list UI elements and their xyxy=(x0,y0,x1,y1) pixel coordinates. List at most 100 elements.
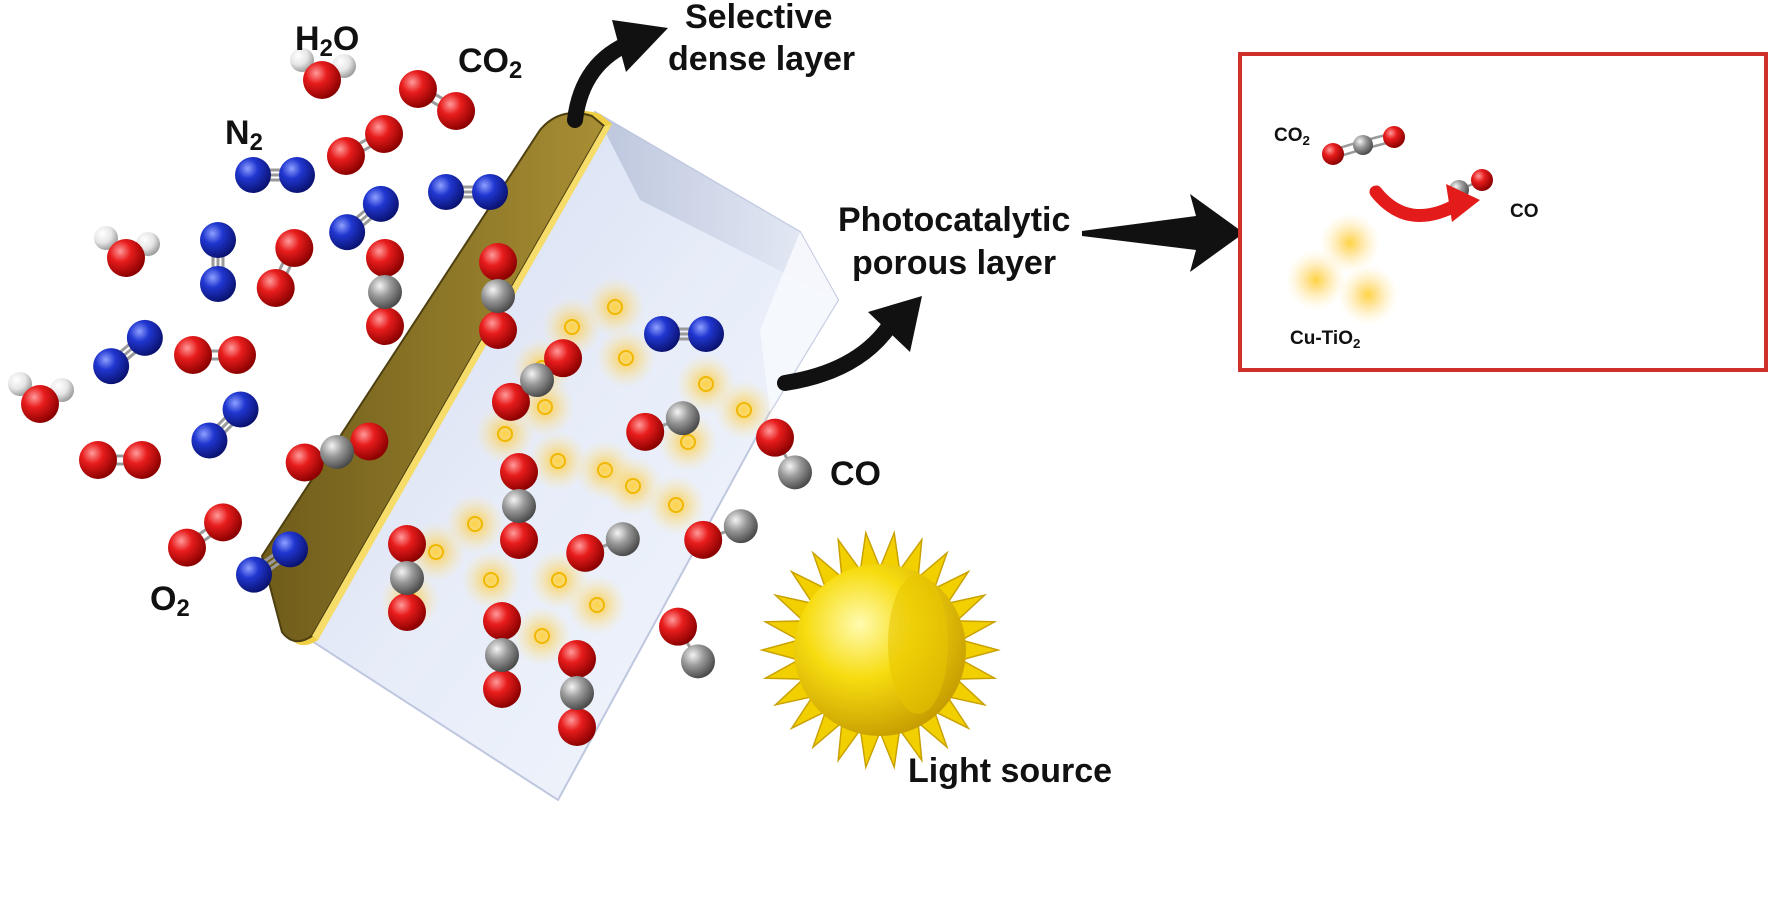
atom-n xyxy=(93,348,130,385)
atom-o xyxy=(123,441,161,479)
co2-molecule xyxy=(483,602,521,708)
atom-n xyxy=(235,157,271,193)
atom-o xyxy=(491,382,530,421)
co-molecule xyxy=(659,607,715,679)
atom-o xyxy=(558,708,596,746)
atom-c xyxy=(605,522,640,557)
atom-o xyxy=(626,412,665,451)
atom-o xyxy=(204,503,243,542)
atom-n xyxy=(126,319,163,356)
co2-molecule xyxy=(388,525,426,631)
atom-o xyxy=(479,243,517,281)
o2-molecule xyxy=(174,336,256,374)
n2-molecule xyxy=(235,157,315,193)
atom-o xyxy=(388,593,426,631)
atom-o xyxy=(167,528,206,567)
light-source-label: Light source xyxy=(908,752,1112,790)
co2-molecule xyxy=(479,243,517,349)
o2-label: O2 xyxy=(150,580,190,622)
h2o-molecule xyxy=(8,372,74,423)
atom-o xyxy=(500,521,538,559)
atom-c xyxy=(481,279,515,313)
inset-catalyst-particle xyxy=(1338,265,1398,325)
atom-o xyxy=(398,70,437,108)
atom-o xyxy=(684,520,723,559)
selective-label-line1: Selective xyxy=(685,0,832,36)
atom-o xyxy=(285,443,324,482)
atom-c xyxy=(390,561,424,595)
atom-o xyxy=(544,339,583,378)
atom-o xyxy=(558,640,596,678)
catalyst-glow xyxy=(646,475,706,535)
catalyst-glow xyxy=(567,575,627,635)
inset-co-label: CO xyxy=(1510,201,1539,222)
co2-label: CO2 xyxy=(458,42,522,84)
n2-label: N2 xyxy=(225,114,263,156)
atom-n xyxy=(222,391,259,428)
atom-n xyxy=(644,316,680,352)
atom-c xyxy=(723,509,758,544)
h2o-molecule xyxy=(290,48,356,99)
photocatalytic-label-line1: Photocatalytic xyxy=(838,201,1070,239)
co2-molecule xyxy=(491,339,583,421)
gas-molecules xyxy=(8,48,812,746)
atom-o xyxy=(437,92,476,130)
n2-molecule xyxy=(191,391,259,459)
atom-c xyxy=(520,363,554,397)
atom-n xyxy=(329,214,366,251)
catalyst-glow xyxy=(528,431,588,491)
n2-molecule xyxy=(93,319,163,385)
atom-c xyxy=(681,644,715,679)
o2-molecule xyxy=(256,229,314,307)
inset-catalyst-particle xyxy=(1286,250,1346,310)
catalyst-glow xyxy=(461,550,521,610)
selective-dense-layer xyxy=(260,111,612,646)
n2-molecule xyxy=(329,185,399,251)
atom-n xyxy=(272,531,309,568)
atom-o xyxy=(479,311,517,349)
h2o-label: H2O xyxy=(295,20,359,62)
atom-o xyxy=(350,422,389,461)
atom-o xyxy=(107,239,145,277)
atom-o xyxy=(756,418,794,457)
atom-n xyxy=(428,174,464,210)
co2-molecule xyxy=(366,239,404,345)
co-molecule xyxy=(756,418,812,490)
reaction-arrow-icon xyxy=(1369,185,1465,223)
h2o-molecule xyxy=(94,226,160,277)
atom-h xyxy=(290,48,314,72)
catalyst-glow xyxy=(475,404,535,464)
atom-o xyxy=(500,453,538,491)
arrow-to-selective-label xyxy=(567,20,668,128)
catalyst-glow xyxy=(512,606,572,666)
atom-c xyxy=(368,275,402,309)
o2-molecule xyxy=(167,503,243,567)
inset-catalyst-label: Cu-TiO2 xyxy=(1290,328,1360,351)
sun-icon xyxy=(759,530,1001,770)
atom-o xyxy=(366,307,404,345)
co-molecule xyxy=(566,522,640,572)
atom-o xyxy=(303,61,341,99)
n2-molecule xyxy=(235,531,309,593)
co-label: CO xyxy=(830,455,881,493)
o2-molecule xyxy=(398,70,476,130)
atom-h xyxy=(8,372,32,396)
atom-o xyxy=(1322,143,1344,165)
atom-o xyxy=(483,602,521,640)
atom-n xyxy=(472,174,508,210)
selective-label-line2: dense layer xyxy=(668,40,855,78)
atom-o xyxy=(218,336,256,374)
inset-co2-label: CO2 xyxy=(1274,125,1310,148)
o2-molecule xyxy=(79,441,161,479)
atom-c xyxy=(560,676,594,710)
n2-molecule xyxy=(200,222,236,302)
atom-c xyxy=(320,435,354,469)
co2-molecule xyxy=(285,422,389,482)
catalyst-glow xyxy=(596,328,656,388)
o2-molecule xyxy=(326,115,404,175)
atom-n xyxy=(688,316,724,352)
photocatalytic-label-line2: porous layer xyxy=(852,244,1056,282)
atom-c xyxy=(778,455,812,490)
